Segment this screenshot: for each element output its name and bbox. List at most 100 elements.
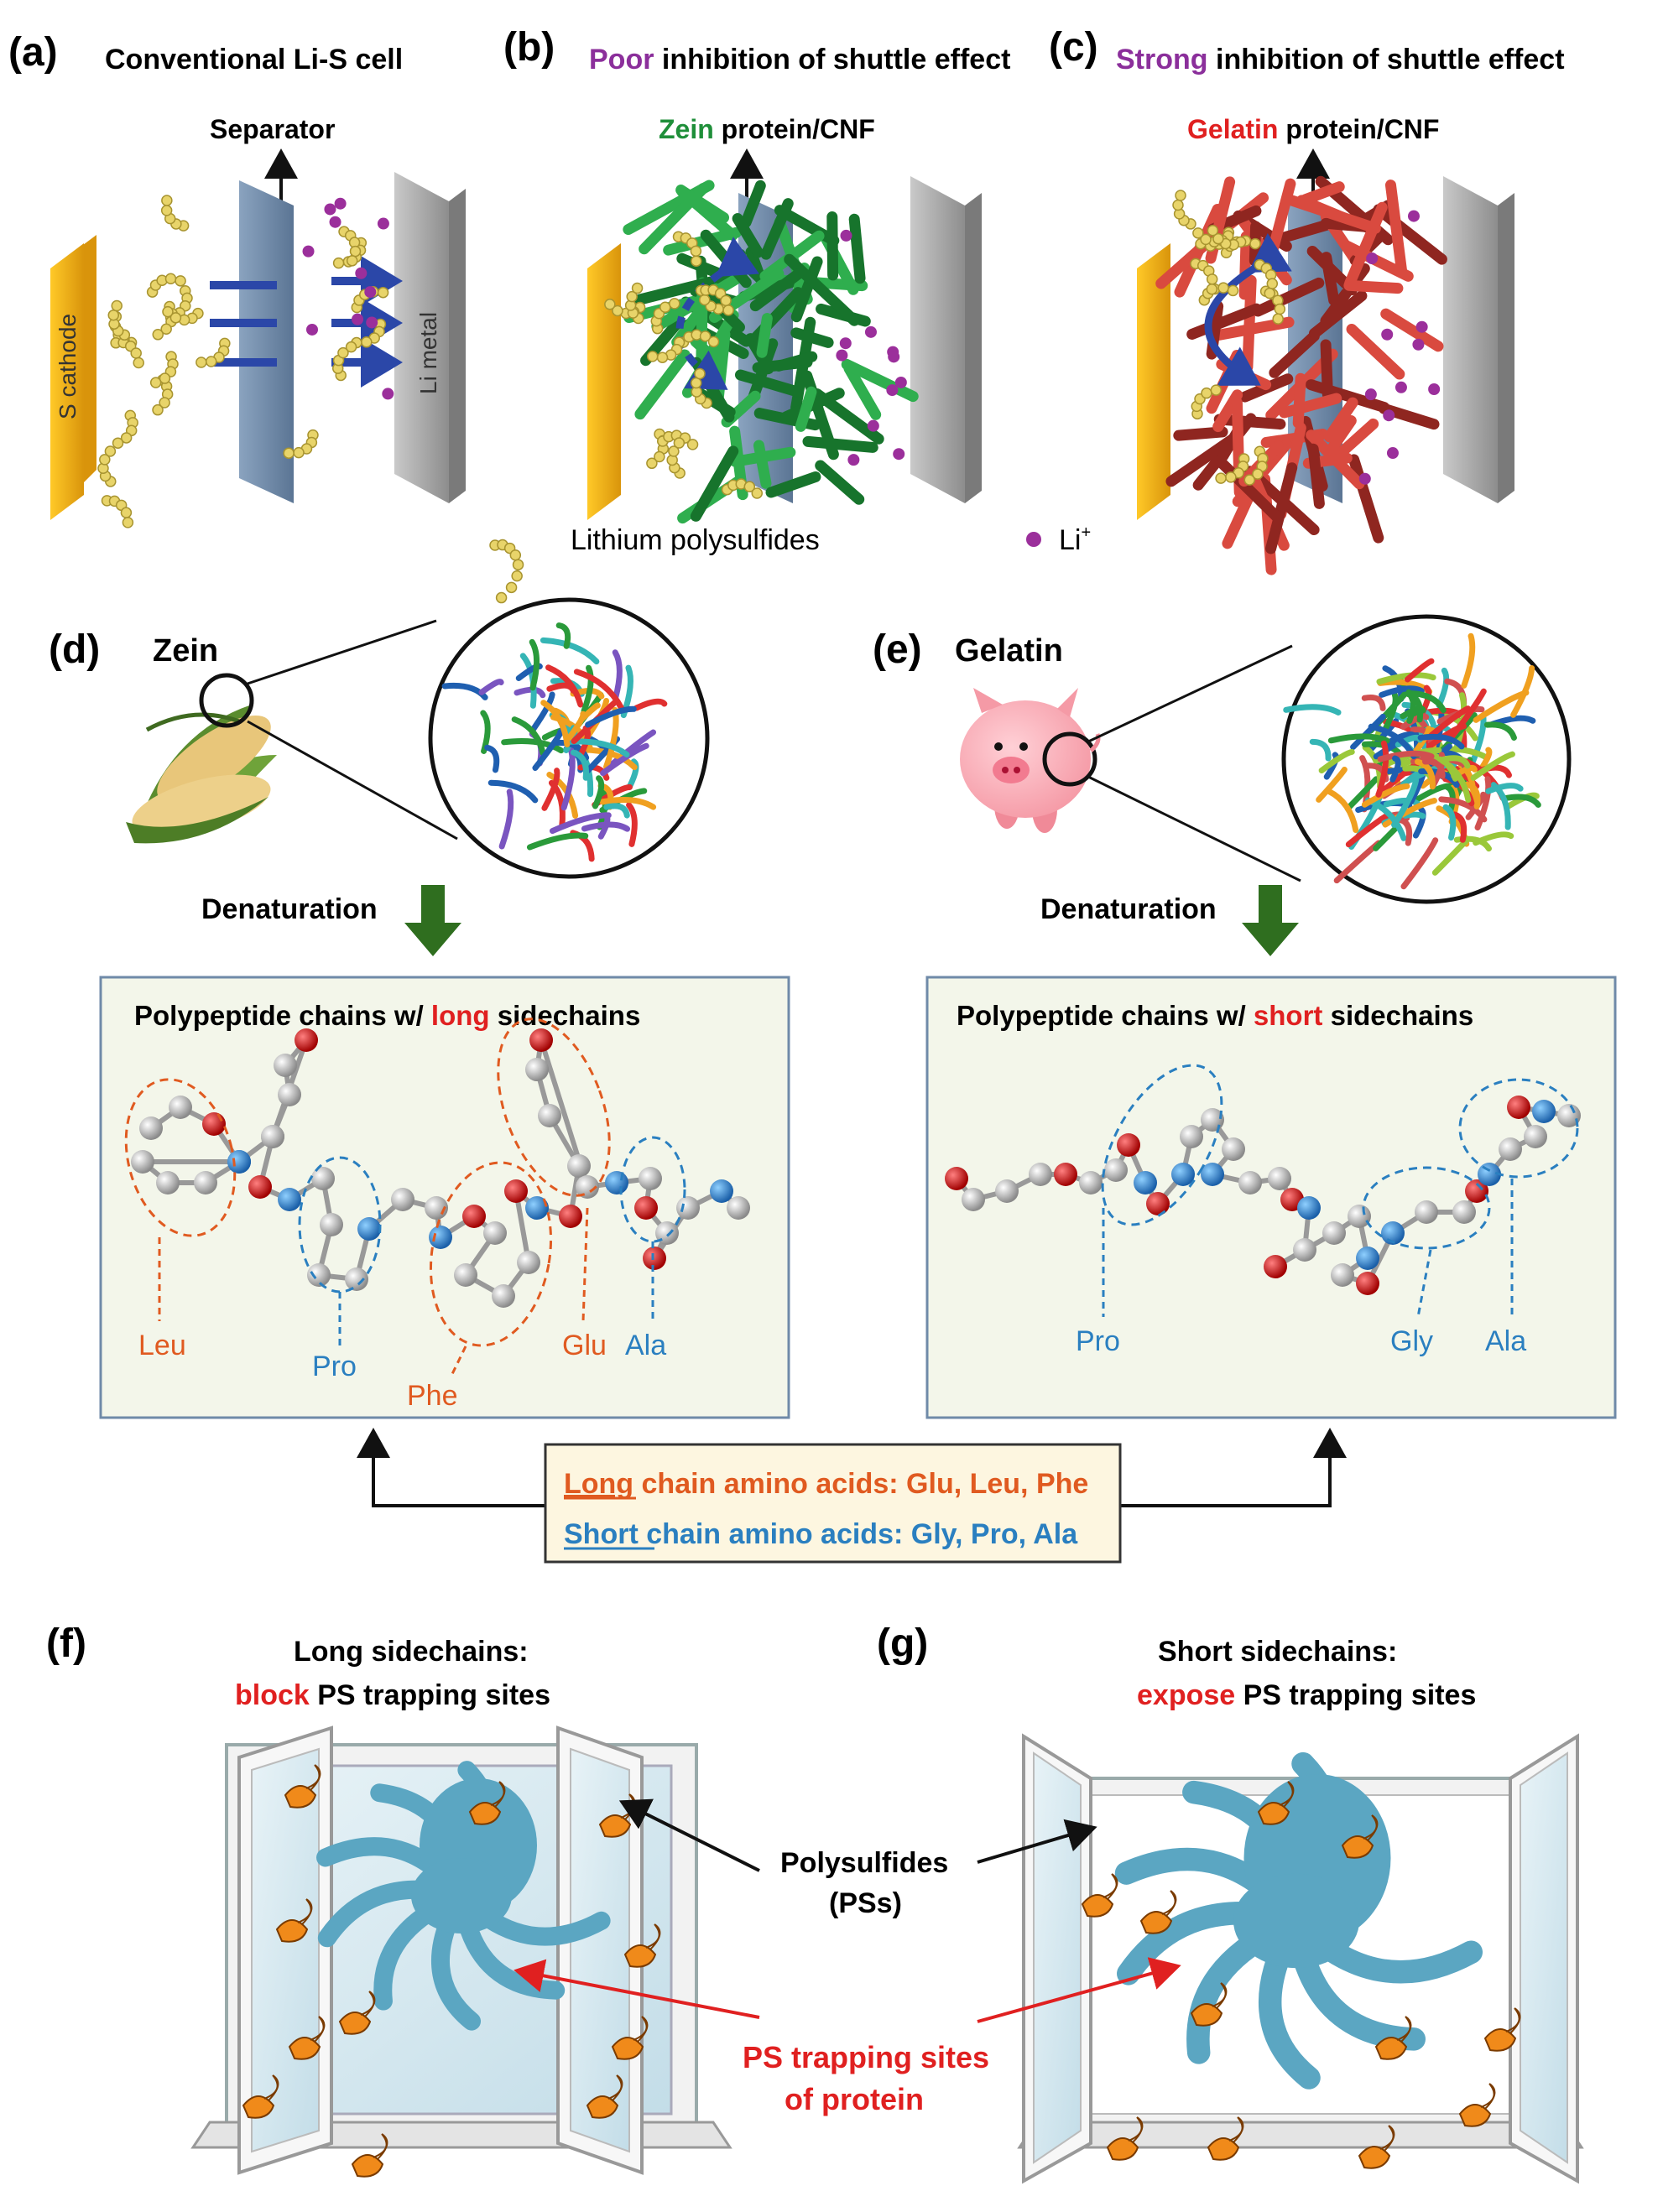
separator-label: Separator — [210, 114, 335, 144]
legend-long-line: Long chain amino acids: Glu, Leu, Phe — [564, 1468, 1088, 1500]
panel-f-line2: block PS trapping sites — [235, 1679, 550, 1711]
trapping-site-callout: PS trapping sites of protein — [513, 1957, 1181, 2116]
pig-icon — [960, 688, 1101, 833]
panel-c-material-rest: protein/CNF — [1278, 114, 1439, 144]
zein-protein-structure — [428, 597, 710, 879]
panel-g-highlight: expose — [1137, 1679, 1235, 1711]
residue-phe: Phe — [407, 1380, 458, 1412]
legend-long-word: Long — [564, 1468, 633, 1500]
residue-gly: Gly — [1390, 1325, 1433, 1357]
li-ion-dot — [1026, 532, 1041, 547]
legend-short-word: Short — [564, 1518, 639, 1550]
zoom-line-top-e — [1086, 644, 1293, 744]
callout-ps-line1: Polysulfides — [780, 1847, 948, 1879]
residue-glu: Glu — [562, 1330, 607, 1361]
corn-zoom-circle — [199, 673, 254, 728]
panel-b-material-highlight: Zein — [659, 114, 714, 144]
panel-c-material: Gelatin protein/CNF — [1187, 114, 1439, 144]
zoom-line-top-d — [247, 619, 437, 685]
oval-glu — [497, 1018, 611, 1197]
panel-f-line1: Long sidechains: — [294, 1636, 529, 1668]
box-d-highlight: long — [431, 1000, 490, 1031]
panel-e-name: Gelatin — [955, 633, 1063, 669]
b-li-plate — [910, 176, 965, 503]
amino-connectors — [357, 1428, 1347, 1507]
polysulfide-shrimps-f — [242, 1764, 661, 2178]
panel-a-label: (a) — [8, 30, 58, 75]
panel-b-title-rest: inhibition of shuttle effect — [654, 44, 1010, 75]
legend-polysulfide: Lithium polysulfides — [489, 524, 820, 604]
polysulfide-cluster-a — [97, 195, 389, 528]
panel-a-cell: Separator S cathode Li metal — [50, 114, 466, 528]
c-li-plate — [1443, 176, 1498, 503]
panel-c-material-highlight: Gelatin — [1187, 114, 1278, 144]
denaturation-arrow-d — [404, 885, 461, 956]
zoom-line-bottom-e — [1086, 774, 1301, 882]
pig-zoom-circle — [1042, 731, 1097, 787]
li-metal-label: Li metal — [415, 312, 441, 394]
separator-plate — [239, 180, 294, 503]
zoom-line-bottom-d — [247, 720, 458, 841]
legend-polysulfide-label: Lithium polysulfides — [571, 524, 820, 556]
s-cathode-label: S cathode — [55, 314, 81, 419]
oval-phe — [429, 1161, 553, 1347]
box-d-title: Polypeptide chains w/ long sidechains — [134, 1000, 640, 1031]
li-metal-plate — [394, 172, 449, 503]
panel-c-title-highlight: Strong — [1116, 44, 1208, 75]
residue-pro-e: Pro — [1076, 1325, 1120, 1357]
panel-g-label: (g) — [877, 1621, 928, 1666]
oval-leu — [124, 1078, 237, 1237]
panel-f-label: (f) — [46, 1621, 86, 1666]
polysulfide-cluster-c — [1172, 190, 1286, 486]
octopus-f — [316, 1761, 611, 2031]
panel-b-material: Zein protein/CNF — [659, 114, 875, 144]
panel-b-title: Poor inhibition of shuttle effect — [589, 44, 1010, 75]
panel-b-title-highlight: Poor — [589, 44, 654, 75]
panel-c-cell: Gelatin protein/CNF — [1137, 114, 1514, 575]
panel-c-label: (c) — [1049, 25, 1098, 70]
box-e-title: Polypeptide chains w/ short sidechains — [957, 1000, 1473, 1031]
polypeptide-box-short: Polypeptide chains w/ short sidechains P… — [925, 976, 1617, 1419]
polysulfide-cluster-b — [604, 231, 764, 499]
panel-d-label: (d) — [49, 627, 100, 672]
residue-leu: Leu — [138, 1330, 186, 1361]
legend-li-text: Li — [1059, 524, 1081, 556]
legend-li-sup: + — [1081, 523, 1091, 542]
panel-f-highlight: block — [235, 1679, 310, 1711]
zein-molecule — [131, 1028, 750, 1308]
panel-g-line2: expose PS trapping sites — [1137, 1679, 1476, 1711]
callout-trap-line1: PS trapping sites — [743, 2040, 989, 2074]
legend-li-ion: Li+ — [1026, 523, 1091, 556]
residue-ala-d: Ala — [625, 1330, 666, 1361]
strong-shuttle-arrow — [1204, 232, 1292, 386]
denaturation-label-e: Denaturation — [1040, 893, 1217, 925]
oval-pro-d — [298, 1156, 382, 1293]
panel-b-cell: Zein protein/CNF — [587, 114, 982, 524]
legend-short-line: Short chain amino acids: Gly, Pro, Ala — [564, 1518, 1078, 1550]
oval-pro-e — [1101, 1064, 1223, 1226]
amino-acid-legend: Long chain amino acids: Glu, Leu, Phe Sh… — [544, 1443, 1122, 1564]
oval-ala-d — [619, 1136, 686, 1243]
polysulfide-shrimps-g — [1081, 1781, 1521, 2169]
oval-gly — [1362, 1166, 1491, 1250]
panel-c-title: Strong inhibition of shuttle effect — [1116, 44, 1565, 75]
panel-c-title-rest: inhibition of shuttle effect — [1208, 44, 1565, 75]
b-cathode-plate — [587, 243, 621, 520]
polysulfide-callout: Polysulfides (PSs) — [618, 1798, 1097, 1919]
legend-li-ion-label: Li+ — [1059, 523, 1091, 556]
panel-a-title: Conventional Li-S cell — [105, 44, 403, 75]
denaturation-arrow-e — [1242, 885, 1299, 956]
callout-ps-line2: (PSs) — [829, 1887, 902, 1919]
panel-g-line1: Short sidechains: — [1158, 1636, 1397, 1668]
panel-b-label: (b) — [503, 25, 555, 70]
panel-b-material-rest: protein/CNF — [714, 114, 875, 144]
li-ion-dots — [302, 197, 1441, 485]
residue-pro-d: Pro — [312, 1351, 357, 1382]
panel-e-label: (e) — [873, 627, 922, 672]
residue-ala-e: Ala — [1485, 1325, 1526, 1357]
callout-trap-line2: of protein — [785, 2082, 924, 2116]
gelatin-protein-structure — [1281, 614, 1572, 904]
corn-icon — [126, 673, 277, 844]
octopus-g — [1114, 1751, 1483, 2090]
